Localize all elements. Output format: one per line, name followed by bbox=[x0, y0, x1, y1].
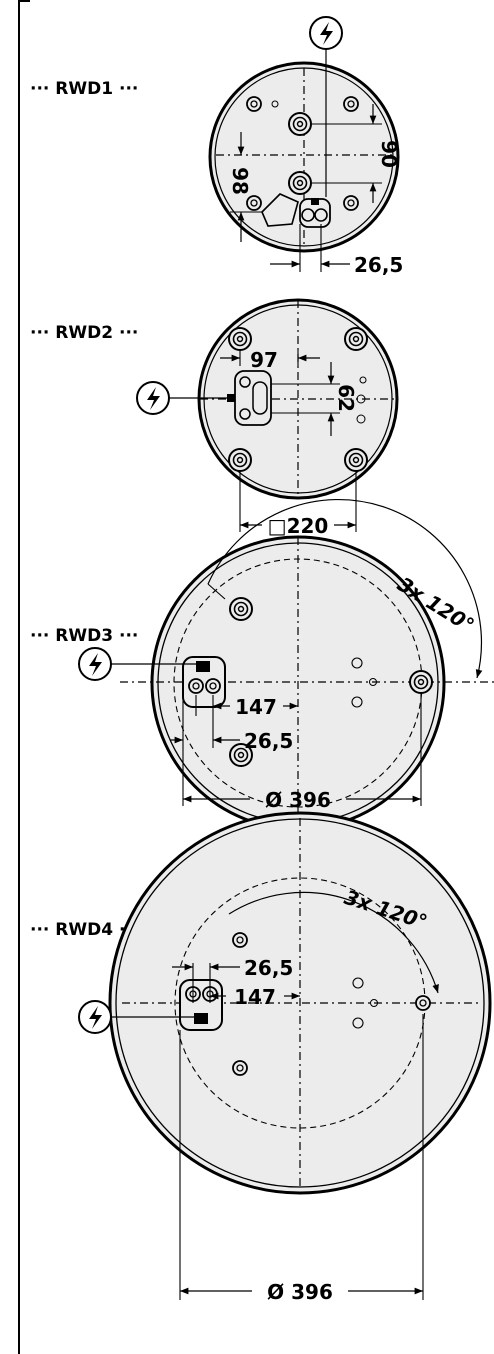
rwd4-dim-diameter: Ø 396 bbox=[267, 1280, 333, 1304]
rwd3-dim-26-5: 26,5 bbox=[244, 729, 293, 753]
rwd1-dim-98: 98 bbox=[228, 167, 252, 195]
rwd2-dim-97: 97 bbox=[250, 348, 278, 372]
rwd3-terminal bbox=[182, 656, 226, 708]
rwd2-label: ··· RWD2 ··· bbox=[30, 323, 138, 343]
rwd4-dim-147: 147 bbox=[234, 985, 276, 1009]
rwd3-section: ··· RWD3 ··· 3x 120° 147 26,5 bbox=[30, 498, 494, 831]
rwd2-dim-62: 62 bbox=[334, 384, 358, 412]
rwd1-label: ··· RWD1 ··· bbox=[30, 79, 138, 99]
rwd4-dim-26-5: 26,5 bbox=[244, 956, 293, 980]
rwd3-label: ··· RWD3 ··· bbox=[30, 626, 138, 646]
rwd4-section: ··· RWD4 ··· 3x 120° 26,5 147 bbox=[30, 811, 492, 1304]
rwd1-dim-90: 90 bbox=[377, 140, 401, 168]
rwd4-label: ··· RWD4 ··· bbox=[30, 920, 138, 940]
rwd3-dim-147: 147 bbox=[235, 695, 277, 719]
rwd2-section: ··· RWD2 ··· 97 62 bbox=[30, 298, 399, 538]
rwd3-dim-diameter: Ø 396 bbox=[265, 788, 331, 812]
rwd2-dim-220: □220 bbox=[268, 514, 329, 538]
rwd1-section: ··· RWD1 ··· 90 98 bbox=[30, 16, 403, 277]
rwd1-dim-26-5: 26,5 bbox=[354, 253, 403, 277]
